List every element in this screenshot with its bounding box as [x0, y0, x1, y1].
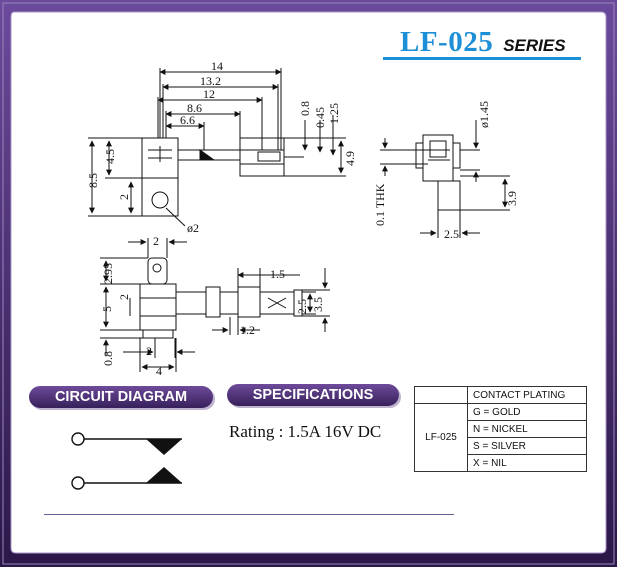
- model-name: LF-025: [400, 26, 494, 58]
- dim-14: 14: [211, 59, 223, 73]
- dim-1-2: 1.2: [240, 323, 255, 337]
- series-title: LF-025 SERIES: [400, 26, 566, 59]
- dim-8-6: 8.6: [187, 101, 202, 115]
- circuit-diagram: [71, 432, 182, 490]
- footer-divider: [44, 514, 454, 515]
- plating-header: CONTACT PLATING: [467, 386, 587, 404]
- plating-option-nil: X = NIL: [467, 454, 587, 472]
- mechanical-drawing: 14 13.2 12 8.6 6.6 0.8 0.45 1.25 4.9 8.5…: [86, 59, 519, 378]
- dim-12: 12: [203, 87, 215, 101]
- dim-3-5: 3.5: [311, 297, 325, 312]
- dim-5: 5: [100, 306, 114, 312]
- dim-13-2: 13.2: [200, 74, 221, 88]
- dim-2-bottom: 2: [146, 344, 152, 358]
- dim-4-9: 4.9: [343, 151, 357, 166]
- rating-text: Rating : 1.5A 16V DC: [229, 422, 382, 441]
- contact-symbol-upper: [146, 439, 182, 455]
- circuit-diagram-heading: CIRCUIT DIAGRAM: [29, 386, 213, 408]
- title-underline: [383, 57, 581, 60]
- dim-1-25: 1.25: [327, 103, 341, 124]
- dim-0-8: 0.8: [298, 101, 312, 116]
- dim-1-5: 1.5: [270, 267, 285, 281]
- dim-8-5: 8.5: [86, 173, 100, 188]
- dim-4-5: 4.5: [103, 149, 117, 164]
- dim-2-95: 2.95: [101, 263, 115, 284]
- plating-option-nickel: N = NICKEL: [467, 420, 587, 438]
- top-view: [100, 238, 330, 372]
- dim-0-45: 0.45: [313, 107, 327, 128]
- dim-phi-2: ø2: [187, 221, 199, 235]
- plating-model: LF-025: [414, 403, 468, 472]
- dim-3-9: 3.9: [505, 191, 519, 206]
- dim-phi-1-45: ø1.45: [477, 101, 491, 128]
- dim-0-8-bottom: 0.8: [101, 351, 115, 366]
- side-view: [88, 68, 346, 227]
- dim-2-mid: 2: [117, 294, 131, 300]
- dim-4: 4: [156, 364, 162, 378]
- end-view: [380, 120, 510, 238]
- dim-2-side: 2: [117, 194, 131, 200]
- plating-option-silver: S = SILVER: [467, 437, 587, 455]
- dim-2-5-top: 2.5: [295, 299, 309, 314]
- specifications-heading: SPECIFICATIONS: [227, 384, 399, 406]
- dim-2-5-end: 2.5: [444, 227, 459, 241]
- plating-option-gold: G = GOLD: [467, 403, 587, 421]
- dim-6-6: 6.6: [180, 113, 195, 127]
- dim-thickness: 0.1 THK: [373, 183, 387, 226]
- dim-2-top: 2: [153, 234, 159, 248]
- contact-plating-table: CONTACT PLATING LF-025 G = GOLD N = NICK…: [414, 386, 587, 472]
- contact-symbol-lower: [146, 467, 182, 483]
- series-label: SERIES: [503, 36, 566, 55]
